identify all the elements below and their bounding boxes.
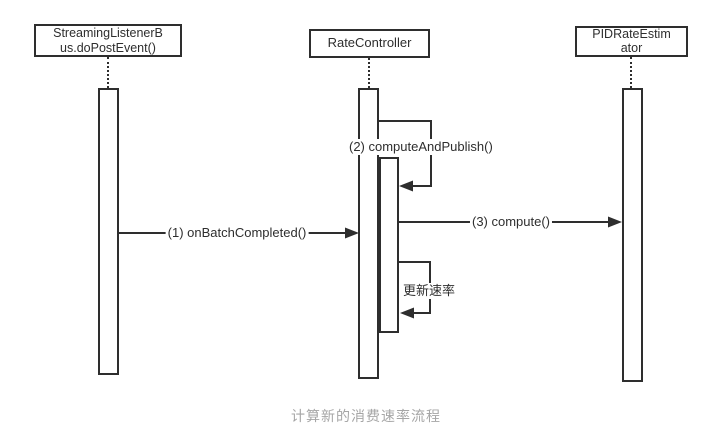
participant-label-line: ator: [620, 40, 643, 55]
activation-bar-rate-controller-nested: [379, 157, 399, 333]
participant-box-pid-rate-estimator: PIDRateEstim ator: [575, 26, 688, 57]
message-label-update-rate: 更新速率: [401, 283, 458, 299]
message-label-compute: (3) compute(): [469, 214, 553, 230]
participant-label-line: StreamingListenerB: [53, 26, 163, 40]
message-label-on-batch-completed: (1) onBatchCompleted(): [165, 225, 309, 241]
message-arrow-compute-and-publish: [379, 120, 432, 192]
participant-label-line: RateController: [327, 35, 412, 51]
message-label-compute-and-publish: (2) computeAndPublish(): [347, 139, 495, 155]
lifeline-streaming-listener-bus: [107, 57, 109, 88]
participant-label-line: PIDRateEstim: [592, 27, 671, 41]
participant-box-streaming-listener-bus: StreamingListenerB us.doPostEvent(): [34, 24, 182, 57]
lifeline-rate-controller: [368, 58, 370, 88]
participant-label-line: us.doPostEvent(): [60, 40, 156, 55]
lifeline-pid-rate-estimator: [630, 57, 632, 88]
activation-bar-rate-controller: [358, 88, 379, 379]
diagram-caption: 计算新的消费速率流程: [291, 408, 441, 424]
activation-bar-streaming-listener-bus: [98, 88, 119, 375]
participant-box-rate-controller: RateController: [309, 29, 430, 58]
activation-bar-pid-rate-estimator: [622, 88, 643, 382]
